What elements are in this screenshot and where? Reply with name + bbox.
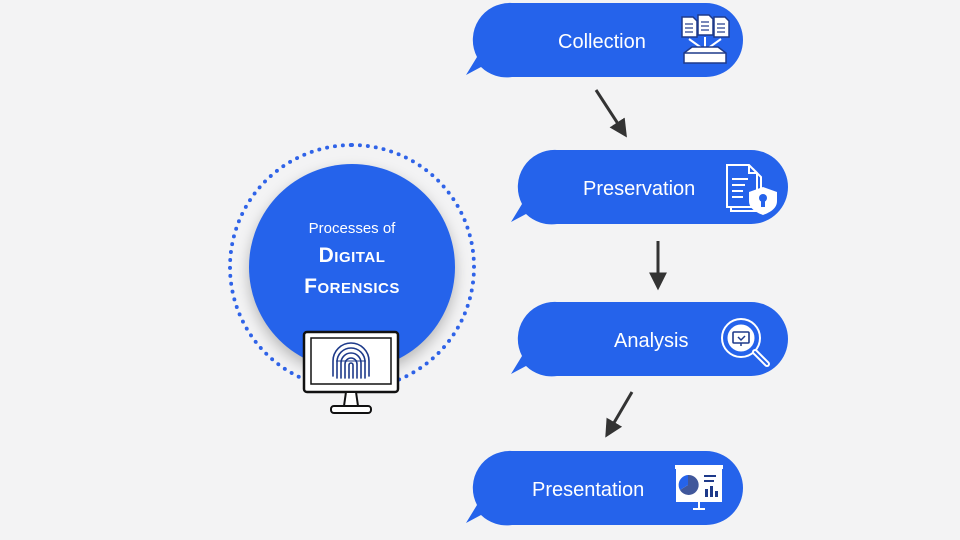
presentation-board-icon: [675, 465, 723, 510]
hub-title-line1: Digital: [318, 244, 386, 267]
speech-bubble: [511, 301, 788, 377]
magnifier-icon: [721, 318, 770, 367]
speech-bubble: [466, 450, 743, 526]
arrow-analysis-to-presentation: [605, 391, 634, 438]
hub-subtitle: Processes of: [308, 220, 396, 237]
speech-bubble: [511, 149, 788, 225]
document-shield-lock-icon: [726, 164, 777, 215]
arrow-collection-to-preservation: [594, 89, 627, 138]
step-label: Preservation: [583, 178, 696, 200]
hub-title-line2: Forensics: [304, 275, 400, 298]
fingerprint-monitor-icon: [302, 330, 400, 414]
step-collection: Collection: [466, 2, 746, 85]
step-analysis: Analysis: [511, 301, 791, 384]
documents-into-tray-icon: [681, 14, 730, 64]
step-label: Analysis: [614, 330, 689, 352]
step-label: Presentation: [532, 479, 645, 501]
step-presentation: Presentation: [466, 450, 746, 533]
step-preservation: Preservation: [511, 149, 791, 232]
speech-bubble: [466, 2, 743, 78]
step-label: Collection: [558, 31, 646, 53]
